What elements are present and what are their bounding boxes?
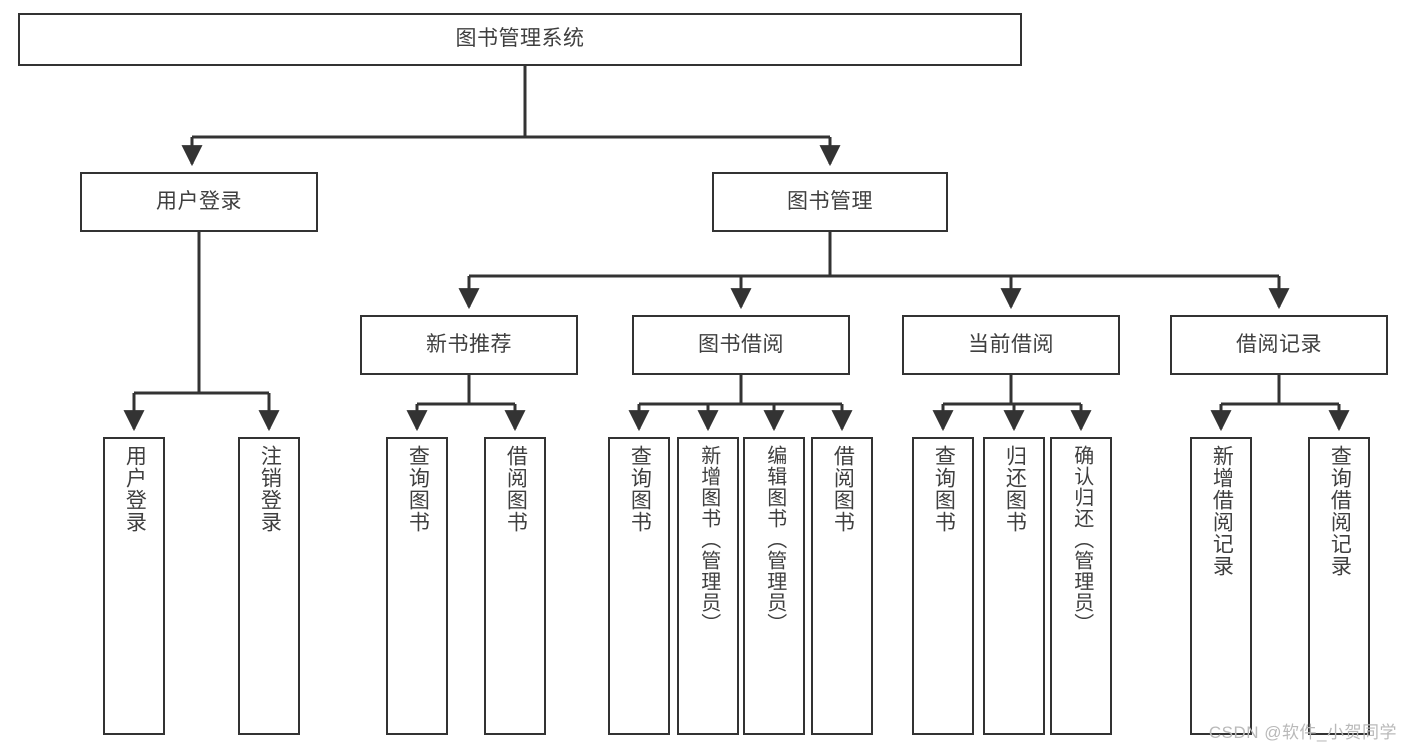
leaf-add-book-admin-label: 新增图书（管理员） [697, 445, 720, 634]
node-new-book-recommend-label: 新书推荐 [426, 332, 512, 356]
leaf-confirm-return-admin[interactable]: 确认归还（管理员） [1050, 437, 1112, 735]
leaf-confirm-return-admin-label: 确认归还（管理员） [1070, 445, 1093, 634]
node-book-borrow-label: 图书借阅 [698, 332, 784, 356]
leaf-query-book-current[interactable]: 查询图书 [912, 437, 974, 735]
leaf-add-borrow-record[interactable]: 新增借阅记录 [1190, 437, 1252, 735]
leaf-borrow-book-label: 借阅图书 [831, 445, 855, 533]
leaf-logout-label: 注销登录 [258, 445, 282, 533]
node-current-borrow-label: 当前借阅 [968, 332, 1054, 356]
leaf-logout[interactable]: 注销登录 [238, 437, 300, 735]
node-root[interactable]: 图书管理系统 [18, 13, 1022, 66]
leaf-query-book-newbook-label: 查询图书 [406, 445, 430, 533]
node-user-login[interactable]: 用户登录 [80, 172, 318, 232]
leaf-query-book-borrow-label: 查询图书 [628, 445, 652, 533]
leaf-add-book-admin[interactable]: 新增图书（管理员） [677, 437, 739, 735]
node-current-borrow[interactable]: 当前借阅 [902, 315, 1120, 375]
leaf-user-login[interactable]: 用户登录 [103, 437, 165, 735]
node-book-management-label: 图书管理 [787, 189, 873, 213]
leaf-return-book[interactable]: 归还图书 [983, 437, 1045, 735]
node-borrow-record[interactable]: 借阅记录 [1170, 315, 1388, 375]
node-new-book-recommend[interactable]: 新书推荐 [360, 315, 578, 375]
leaf-query-book-borrow[interactable]: 查询图书 [608, 437, 670, 735]
leaf-query-book-current-label: 查询图书 [932, 445, 956, 533]
node-user-login-label: 用户登录 [156, 189, 242, 213]
leaf-user-login-label: 用户登录 [123, 445, 147, 533]
leaf-borrow-book-newbook[interactable]: 借阅图书 [484, 437, 546, 735]
node-book-management[interactable]: 图书管理 [712, 172, 948, 232]
node-book-borrow[interactable]: 图书借阅 [632, 315, 850, 375]
leaf-query-book-newbook[interactable]: 查询图书 [386, 437, 448, 735]
leaf-edit-book-admin[interactable]: 编辑图书（管理员） [743, 437, 805, 735]
leaf-return-book-label: 归还图书 [1003, 445, 1027, 533]
node-root-label: 图书管理系统 [455, 27, 585, 51]
leaf-query-borrow-record[interactable]: 查询借阅记录 [1308, 437, 1370, 735]
leaf-borrow-book-newbook-label: 借阅图书 [504, 445, 528, 533]
leaf-add-borrow-record-label: 新增借阅记录 [1210, 445, 1234, 577]
leaf-query-borrow-record-label: 查询借阅记录 [1328, 445, 1352, 577]
node-borrow-record-label: 借阅记录 [1236, 332, 1322, 356]
leaf-borrow-book[interactable]: 借阅图书 [811, 437, 873, 735]
leaf-edit-book-admin-label: 编辑图书（管理员） [763, 445, 786, 634]
